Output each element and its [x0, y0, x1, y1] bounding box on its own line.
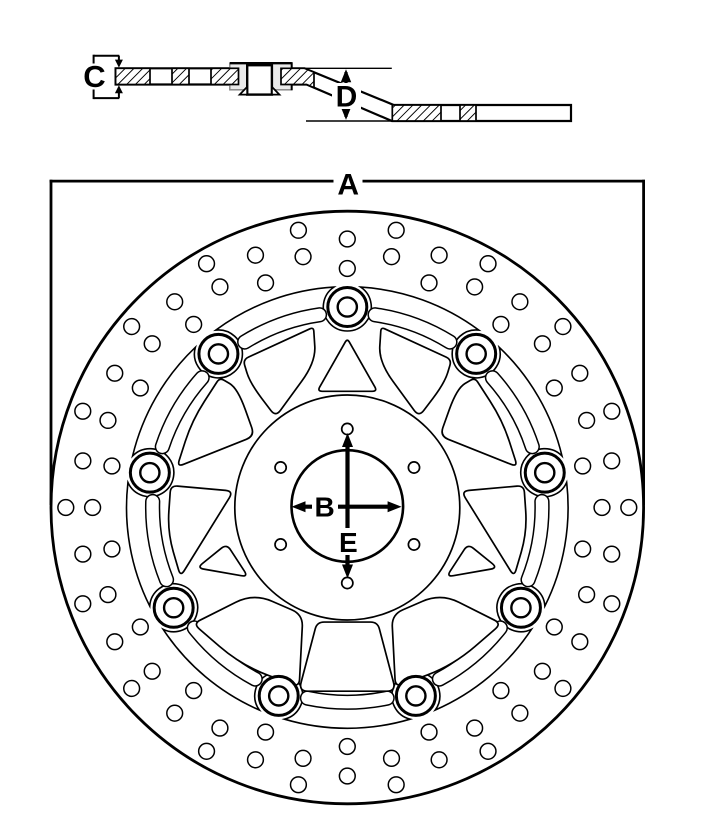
svg-text:A: A — [337, 169, 359, 202]
svg-text:E: E — [339, 527, 358, 558]
svg-text:C: C — [83, 59, 105, 94]
svg-text:D: D — [336, 80, 358, 113]
svg-text:B: B — [314, 491, 334, 522]
